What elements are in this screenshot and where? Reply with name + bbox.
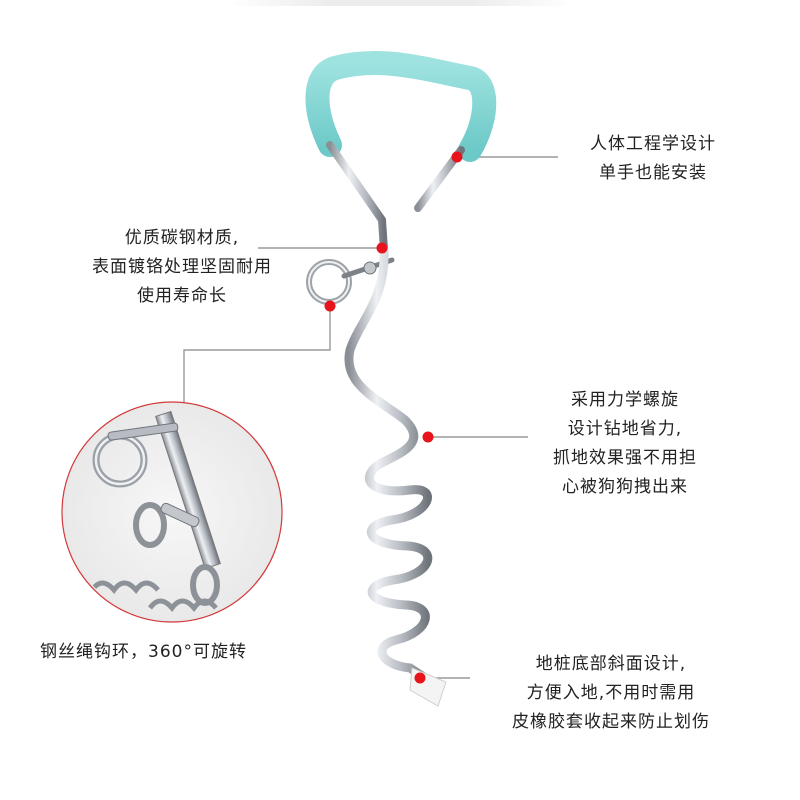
callout-line: 设计钻地省力, xyxy=(567,419,683,439)
markers xyxy=(324,151,463,684)
marker-dot xyxy=(376,242,388,254)
callout-line: 优质碳钢材质, xyxy=(124,228,240,248)
callout-line: 单手也能安装 xyxy=(599,163,707,183)
handle-grip xyxy=(305,51,497,162)
callout-material: 优质碳钢材质, 表面镀铬处理坚固耐用 使用寿命长 xyxy=(66,224,298,311)
zoom-swivel-pin xyxy=(107,422,179,441)
callout-line: 表面镀铬处理坚固耐用 xyxy=(92,257,272,277)
marker-dot xyxy=(422,431,434,443)
leader-swivel xyxy=(183,306,331,410)
callout-line: 心被狗狗拽出来 xyxy=(562,477,688,497)
callout-bevel: 地桩底部斜面设计, 方便入地,不用时需用 皮橡胶套收起来防止划伤 xyxy=(480,650,742,737)
callout-line: 地桩底部斜面设计, xyxy=(535,654,687,674)
marker-dot xyxy=(414,672,426,684)
zoom-stake-rod xyxy=(155,410,221,570)
marker-dot xyxy=(324,300,336,312)
zoom-snap-hook xyxy=(133,502,167,548)
callout-ergonomic: 人体工程学设计 单手也能安装 xyxy=(568,130,738,188)
callout-spiral: 采用力学螺旋 设计钻地省力, 抓地效果强不用担 心被狗狗拽出来 xyxy=(538,386,712,502)
stake-shaft xyxy=(344,245,433,685)
callout-line: 人体工程学设计 xyxy=(590,134,716,154)
marker-dot xyxy=(451,151,463,163)
callout-line: 方便入地,不用时需用 xyxy=(526,683,696,703)
handle-left-rod xyxy=(326,141,388,254)
callout-line: 钢丝绳钩环，360°可旋转 xyxy=(40,642,247,662)
callout-line: 皮橡胶套收起来防止划伤 xyxy=(512,712,710,732)
callout-swivel: 钢丝绳钩环，360°可旋转 xyxy=(40,638,310,667)
top-divider xyxy=(225,0,575,6)
swivel-zoom-circle xyxy=(61,401,283,623)
callout-line: 抓地效果强不用担 xyxy=(553,448,697,468)
callout-line: 采用力学螺旋 xyxy=(571,390,679,410)
bevel-tip-cap xyxy=(409,667,447,707)
callout-line: 使用寿命长 xyxy=(137,286,227,306)
